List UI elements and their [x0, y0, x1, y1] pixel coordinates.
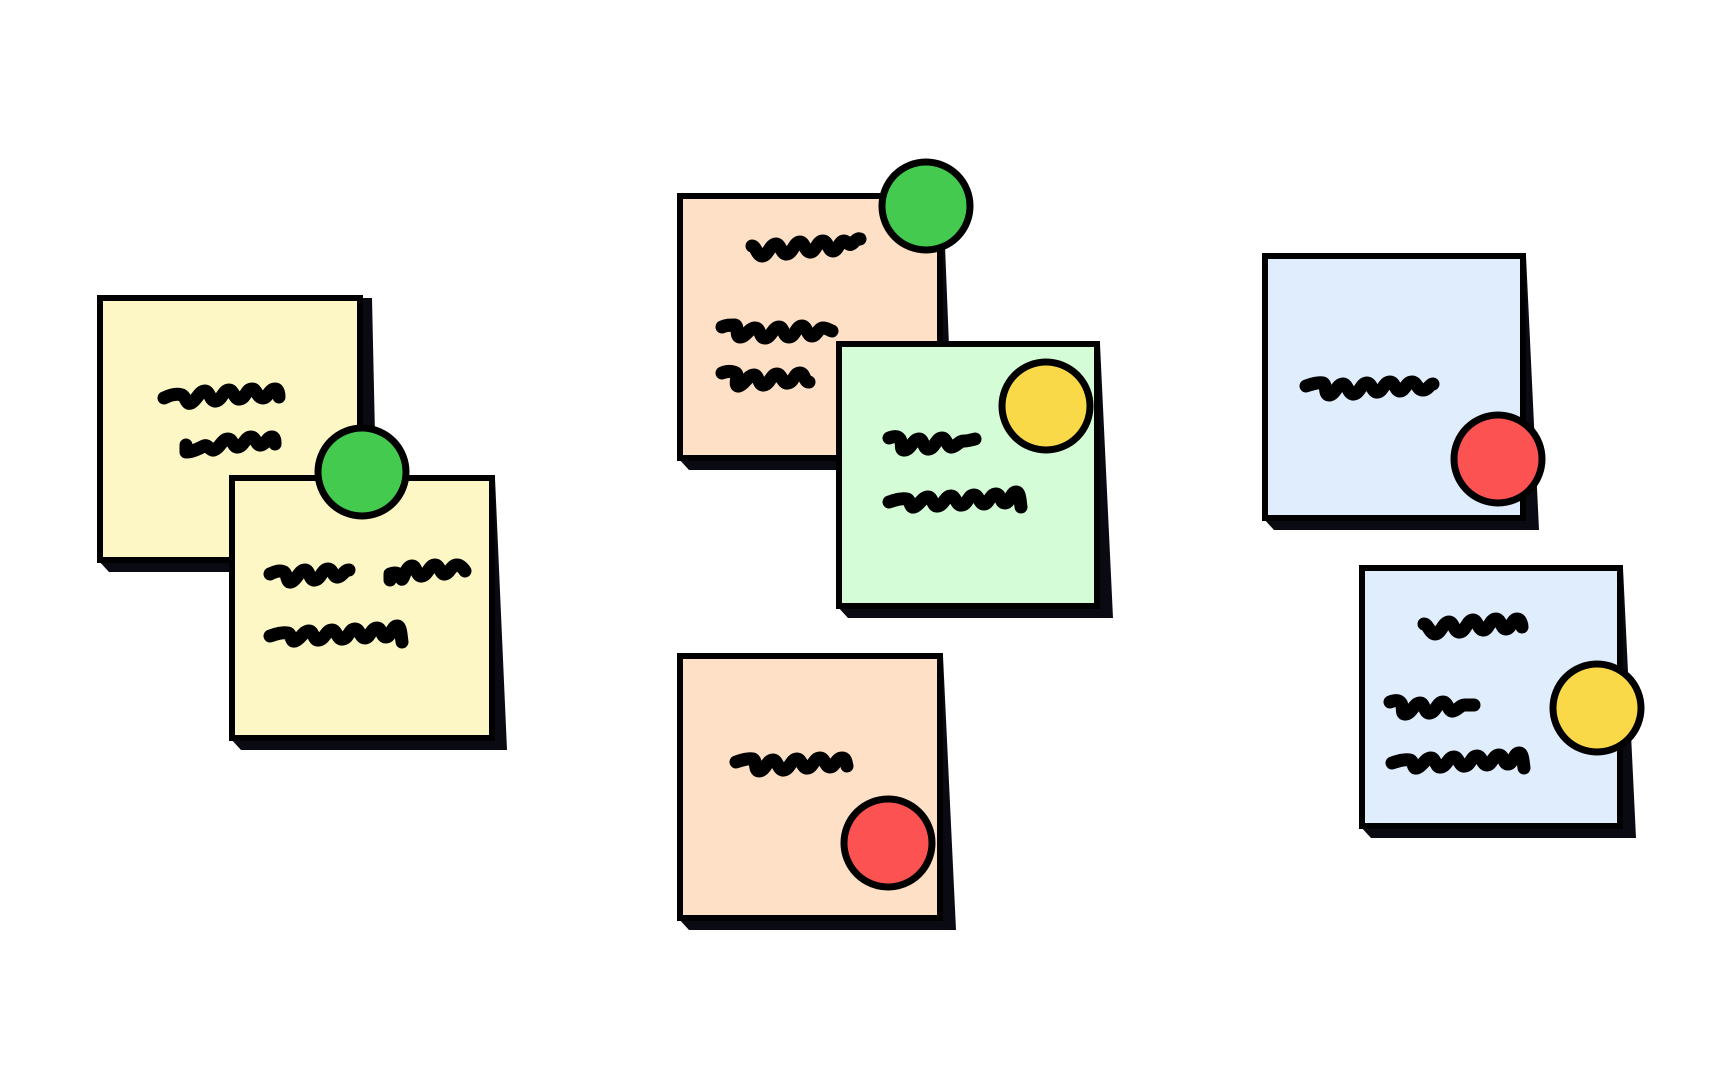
scribble-line [715, 318, 839, 345]
scribble-line [882, 430, 982, 457]
pushpin-icon [878, 158, 974, 254]
scribble-line [1383, 694, 1481, 721]
scribble-line [745, 232, 867, 263]
scribble-line [1385, 746, 1531, 775]
pushpin-icon [1450, 411, 1546, 507]
scribble-line [263, 619, 409, 649]
scribble-line [882, 485, 1028, 514]
sticky-note-yellow-front [229, 424, 507, 750]
scribble-line [1417, 612, 1529, 641]
pushpin-icon [998, 358, 1094, 454]
sticky-note-blue-top [1262, 253, 1546, 530]
scribble-line [729, 751, 854, 778]
scribble-line [263, 562, 356, 589]
pushpin-icon [314, 424, 410, 520]
scribble-line [157, 382, 286, 410]
scribble-line [179, 430, 282, 459]
pushpin-icon [1549, 660, 1645, 756]
scribble-line [715, 365, 816, 393]
scribble-line [383, 558, 472, 587]
sticky-note-blue-bottom [1359, 565, 1645, 838]
sticky-note-mint [836, 341, 1113, 618]
pushpin-icon [840, 795, 936, 891]
scribble-line [1299, 375, 1440, 402]
sticky-note-peach-bottom [677, 653, 956, 930]
